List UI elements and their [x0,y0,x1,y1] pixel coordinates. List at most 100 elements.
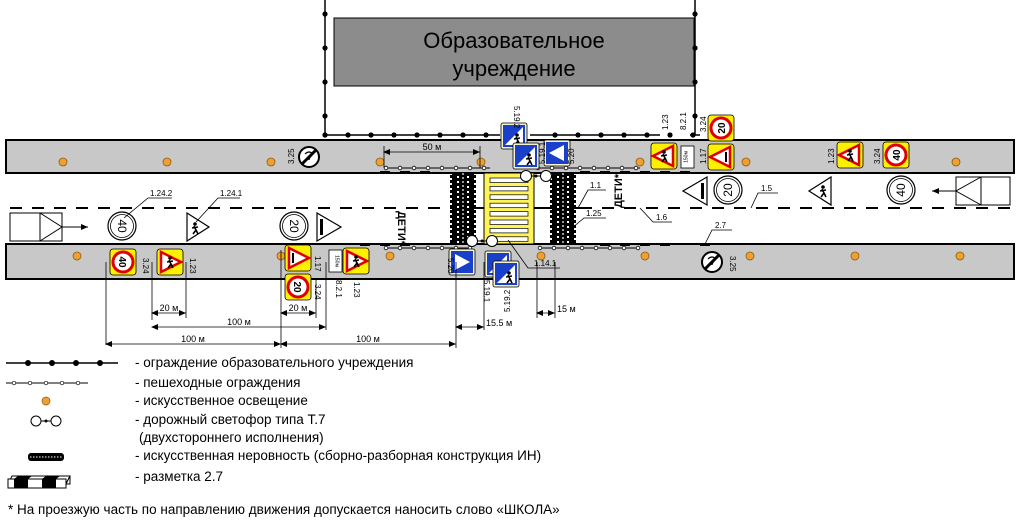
code-3-25-bottom: 3.25 [728,256,737,272]
callout-1-25 [571,217,606,229]
fence-post [437,132,443,138]
code-5-20-top: 5.20 [567,148,576,164]
sign-children-left2 [342,247,370,275]
traffic-light-bottom [466,235,498,247]
fence-post [692,113,698,119]
fence-post [322,113,328,119]
ped-fence-post [397,245,403,251]
legend-item-traffic-light-note: (двухстороннего исполнения) [139,430,324,445]
sign-pedestrian-crossing-5-19-2-top [500,122,528,150]
road-marking-children-triangle-left [186,211,211,243]
school-fence-posts [322,11,698,138]
svg-text:20: 20 [721,183,735,197]
fence-post [322,11,328,17]
zebra-stripe [489,211,529,217]
road-marking-children-triangle-right [807,175,832,207]
legend-speed-bump-symbol [28,453,64,461]
ped-fence-post [397,165,403,171]
legend-item-school-fence: - ограждение образовательного учреждения [135,355,414,370]
ped-fence-post [635,245,641,251]
sign-children-right2 [836,141,864,169]
building-title-line2: учреждение [452,56,575,81]
fence-post [667,132,673,138]
ped-fence-post [411,245,417,251]
road-marking-40-right: 40 [886,175,916,205]
sign-plate-distance-right: 150м [680,145,695,169]
sign-plate-distance-left: 150м [328,249,343,273]
callout-label-1-24-2: 1.24.2 [150,189,173,198]
dim-100-lower-right: 100 м [356,334,380,344]
callout-label-1-24-1: 1.24.1 [220,189,243,198]
street-light [955,251,965,261]
ped-fence-post [383,165,389,171]
ped-fence-post [481,165,487,171]
sign-speed-limit-40-right: 40 [882,141,910,169]
ped-fence-post [607,245,613,251]
fence-post [692,79,698,85]
code-3-24-left: 3.24 [141,258,150,274]
code-5-19-2-top: 5.19.2 [512,106,521,129]
sign-children-left [156,248,184,276]
ped-fence-post [453,165,459,171]
code-5-19-1-top: 5.19.1 [538,141,547,164]
sign-children-right [650,142,678,170]
ped-fence-post [563,165,569,171]
ped-fence-post [593,245,599,251]
ped-fence-post [439,245,445,251]
street-light [635,157,645,167]
street-lights [58,157,965,261]
speed-bumps [450,173,576,244]
fence-post [322,79,328,85]
ped-fence-post [425,165,431,171]
fence-post [460,132,466,138]
code-5-19-1-bottom: 5.19.1 [482,280,491,303]
dim-100-upper: 100 м [227,317,251,327]
ped-fence-post [383,245,389,251]
street-light [745,251,755,261]
zebra-stripe [489,194,529,200]
speed-bump [450,173,476,244]
ped-fence-post [577,165,583,171]
callout-label-1-25: 1.25 [586,209,602,218]
ped-fence-post [467,165,473,171]
ped-fence-post [579,245,585,251]
fence-post [692,11,698,17]
street-light [72,251,82,261]
callout-1-6 [639,207,672,223]
ped-fence-post [621,245,627,251]
ped-fence-post [549,165,555,171]
dim-100-lower-left: 100 м [181,334,205,344]
vehicle-left [9,212,88,242]
ped-fence-post [425,245,431,251]
crosswalk [483,172,535,245]
code-8-2-1-left: 8.2.1 [334,280,343,298]
ped-fence-post [605,165,611,171]
dim-20-mid: 20 м [289,303,308,313]
callout-1-24-1 [195,197,240,223]
callout-1-24-2 [123,197,172,219]
fence-post [322,132,328,138]
fence-post [644,132,650,138]
callout-2-7 [704,229,732,245]
callout-label-1-6: 1.6 [656,213,668,222]
legend-street-light-symbol [41,396,51,406]
fence-post [690,132,696,138]
building-title-line1: Образовательное [423,28,604,53]
sign-crosswalk-5-20-top [543,139,571,167]
street-light [951,157,961,167]
school-fence [324,0,700,136]
fence-post [552,132,558,138]
legend-symbols [6,360,118,489]
ped-fence-post [551,245,557,251]
zebra-stripe [489,228,529,234]
crosswalk-stripes [489,177,529,242]
code-1-17-right: 1.17 [699,148,708,164]
street-light [162,157,172,167]
fence-post [575,132,581,138]
fence-post [414,132,420,138]
svg-text:20: 20 [717,122,728,134]
callout-label-1-14-1: 1.14.1 [534,259,557,268]
sign-pedestrian-crossing-5-19-1-top [512,142,540,170]
fence-post [345,132,351,138]
zebra-stripe [489,186,529,192]
